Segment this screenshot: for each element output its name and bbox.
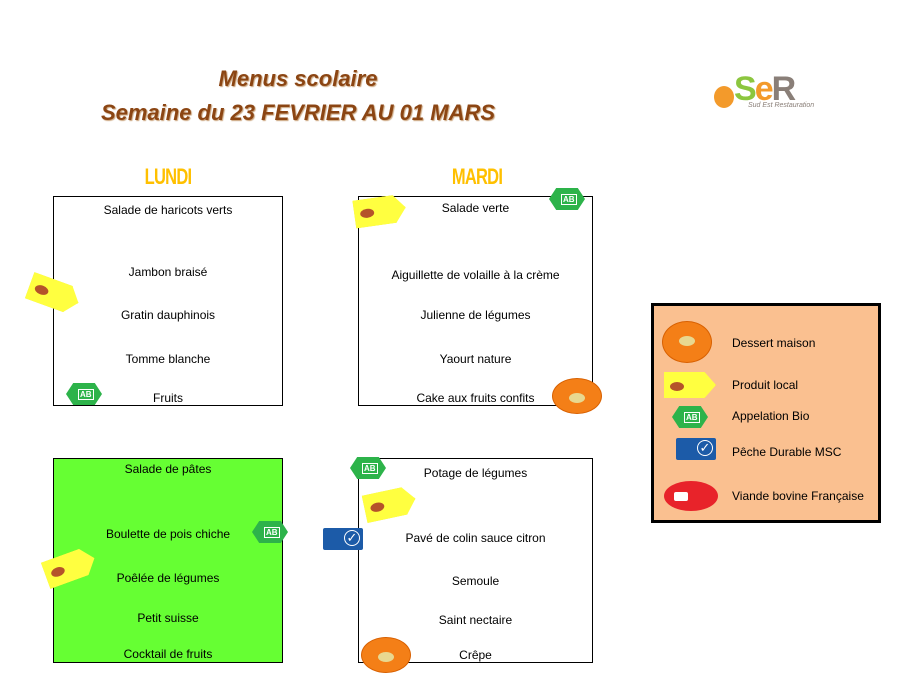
menu-item: Salade de pâtes (124, 462, 212, 476)
menu-item: Fruits (153, 391, 183, 405)
page-subtitle: Semaine du 23 FEVRIER AU 01 MARS (100, 100, 496, 125)
menu-item: Pavé de colin sauce citron (405, 531, 546, 545)
menu-item: Salade verte (441, 201, 510, 215)
bio-badge-icon (252, 521, 288, 543)
menu-item: Poêlée de légumes (116, 571, 220, 585)
menu-item: Cake aux fruits confits (416, 391, 535, 405)
legend-label: Viande bovine Française (732, 489, 864, 503)
bio-badge-icon (549, 188, 585, 210)
bio-badge-icon (672, 406, 708, 428)
legend-label: Dessert maison (732, 336, 816, 350)
day-header-lundi: LUNDI (144, 164, 192, 189)
menu-box-mardi: Salade verte Aiguillette de volaille à l… (358, 196, 593, 406)
menu-item: Boulette de pois chiche (105, 527, 231, 541)
legend-panel: Dessert maison Produit local Appelation … (651, 303, 881, 523)
menu-item: Jambon braisé (128, 265, 208, 279)
french-beef-badge-icon (664, 481, 718, 511)
menu-item: Crêpe (459, 648, 492, 662)
day-header-mardi: MARDI (451, 164, 503, 189)
legend-label: Produit local (732, 378, 799, 392)
menu-item: Julienne de légumes (420, 308, 531, 322)
produit-local-badge-icon (664, 372, 716, 398)
menu-item: Cocktail de fruits (123, 647, 213, 661)
menu-box-day4: Potage de légumes Pavé de colin sauce ci… (358, 458, 593, 663)
bio-badge-icon (66, 383, 102, 405)
ser-logo: SeR Sud Est Restauration (714, 70, 859, 114)
menu-item: Semoule (451, 574, 500, 588)
msc-badge-icon (676, 438, 716, 460)
menu-item: Gratin dauphinois (120, 308, 216, 322)
menu-item: Salade de haricots verts (103, 203, 233, 217)
menu-item: Tomme blanche (125, 352, 211, 366)
legend-label: Pêche Durable MSC (732, 445, 842, 459)
menu-item: Saint nectaire (438, 613, 513, 627)
menu-item: Petit suisse (137, 611, 199, 625)
bio-badge-icon (350, 457, 386, 479)
msc-badge-icon (323, 528, 363, 550)
page-title: Menus scolaire (218, 66, 378, 91)
menu-box-lundi: Salade de haricots verts Jambon braisé G… (53, 196, 283, 406)
legend-label: Appelation Bio (732, 409, 810, 423)
menu-item: Yaourt nature (439, 352, 512, 366)
dessert-maison-badge-icon (552, 378, 602, 414)
menu-item: Potage de légumes (423, 466, 528, 480)
menu-item: Aiguillette de volaille à la crème (391, 268, 560, 282)
dessert-maison-badge-icon (662, 321, 712, 363)
dessert-maison-badge-icon (361, 637, 411, 673)
